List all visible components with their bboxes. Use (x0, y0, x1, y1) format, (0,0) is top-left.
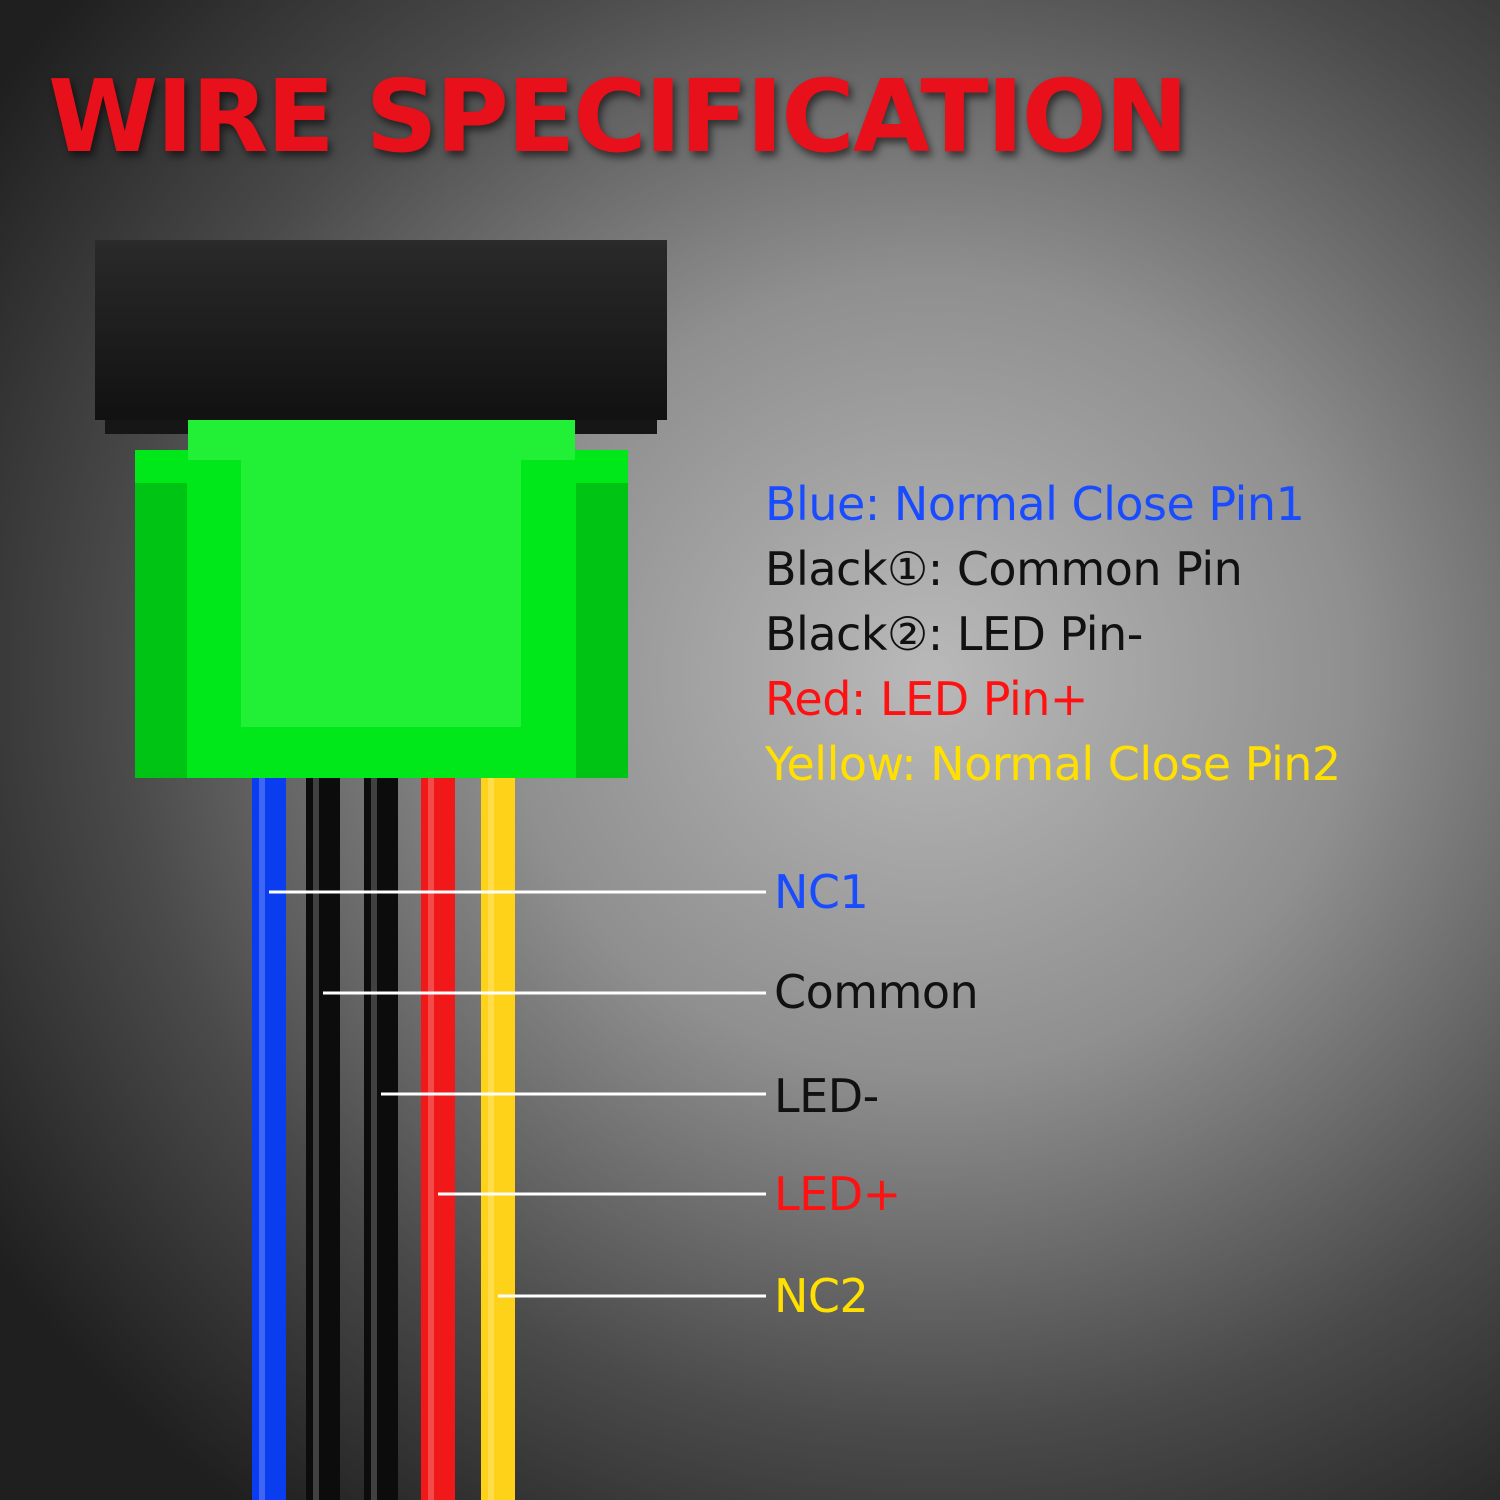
connector-face (241, 420, 521, 727)
callout-common: Common (774, 965, 979, 1019)
callout-nc1: NC1 (774, 865, 869, 919)
callout-nc2: NC2 (774, 1269, 869, 1323)
legend-black-1: Black①: Common Pin (765, 542, 1243, 596)
blue-wire (252, 778, 286, 1500)
legend-black-2: Black②: LED Pin- (765, 607, 1143, 661)
wire-connector (135, 420, 628, 778)
wire-legend: Blue: Normal Close Pin1 Black①: Common P… (765, 472, 1341, 797)
black-wire-1 (306, 778, 340, 1500)
wire-bundle (252, 778, 515, 1500)
housing-step-right (572, 420, 657, 434)
yellow-wire-highlight (488, 778, 494, 1500)
yellow-wire (481, 778, 515, 1500)
legend-blue: Blue: Normal Close Pin1 (765, 477, 1305, 531)
page-title: WIRE SPECIFICATION (48, 58, 1189, 175)
legend-red: Red: LED Pin+ (765, 672, 1088, 726)
red-wire-highlight (428, 778, 434, 1500)
connector-tab-left (135, 483, 187, 778)
callout-led-plus: LED+ (774, 1167, 901, 1221)
black-wire-2-highlight (371, 778, 377, 1500)
callout-led-minus: LED- (774, 1069, 879, 1123)
leader-lines (269, 890, 766, 1298)
legend-yellow: Yellow: Normal Close Pin2 (765, 737, 1341, 791)
housing-step-left (105, 420, 190, 434)
switch-housing (95, 240, 667, 420)
red-wire (421, 778, 455, 1500)
black-wire-1-highlight (313, 778, 319, 1500)
connector-tab-right (576, 483, 628, 778)
blue-wire-highlight (259, 778, 265, 1500)
black-wire-2 (364, 778, 398, 1500)
